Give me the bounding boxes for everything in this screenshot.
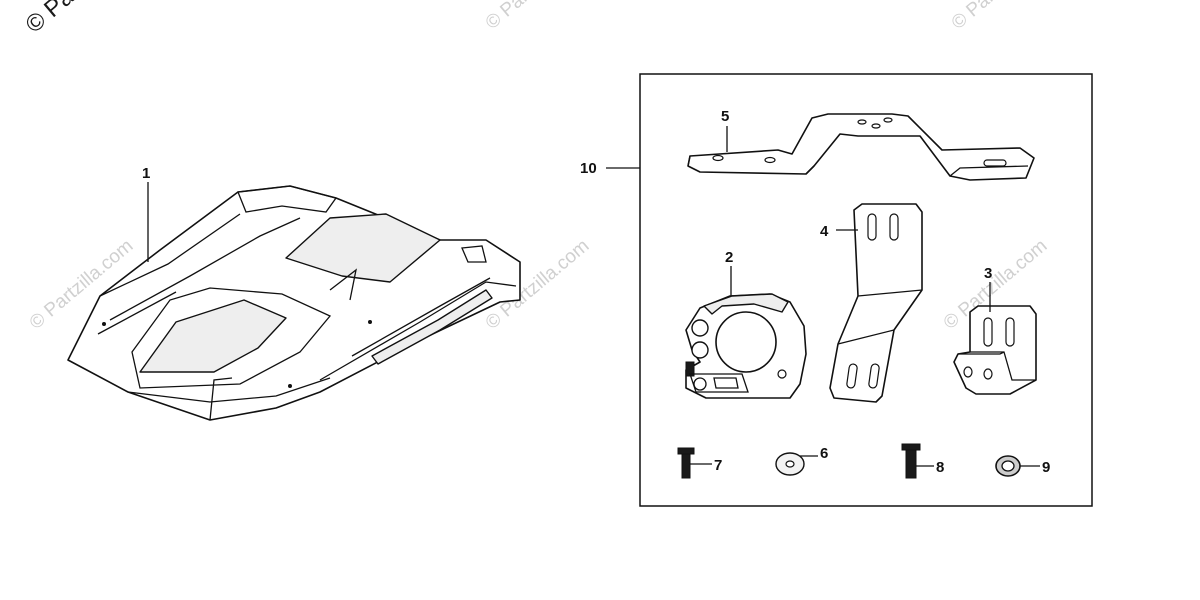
- part-5-bracket: [687, 113, 1035, 181]
- part-6-washer: [775, 452, 805, 476]
- watermark-corner: © Pa: [21, 0, 80, 39]
- part-1-cover: [67, 185, 521, 421]
- callout-2: 2: [725, 249, 733, 266]
- part-2-clamp: [685, 293, 807, 399]
- part-3-bracket: [953, 305, 1037, 395]
- part-4-plate: [829, 203, 923, 403]
- watermark: © Partzilla.com: [482, 0, 594, 34]
- callout-1: 1: [142, 165, 150, 182]
- callout-9: 9: [1042, 459, 1050, 476]
- watermark: © Partzilla.com: [948, 0, 1060, 34]
- part-8-bolt: [901, 443, 921, 479]
- callout-4: 4: [820, 223, 829, 240]
- callout-10: 10: [580, 160, 597, 177]
- callout-7: 7: [714, 457, 722, 474]
- callout-3: 3: [984, 265, 992, 282]
- callout-6: 6: [820, 445, 828, 462]
- callout-8: 8: [936, 459, 944, 476]
- part-9-nut: [995, 455, 1021, 477]
- kit-box-10: [639, 73, 1093, 507]
- part-7-bolt: [677, 447, 695, 479]
- callout-5: 5: [721, 108, 729, 125]
